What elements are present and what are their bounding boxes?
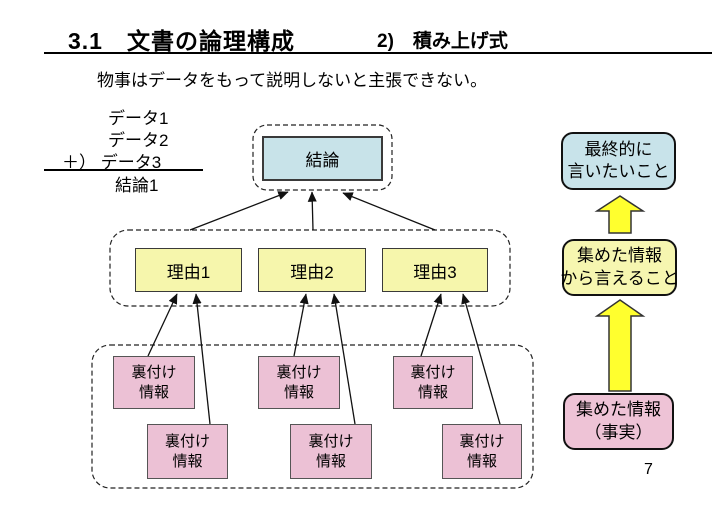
evidence-line1: 裏付け [131,364,177,381]
arrow-evidence1-to-reason1 [147,293,178,357]
flow-box-final-message: 最終的に 言いたいこと [561,132,676,190]
evidence-line2: 情報 [315,452,346,470]
evidence-line2: 情報 [417,383,448,401]
slide-title: 3.1 文書の論理構成 [68,28,295,54]
flow-final-line2: 言いたいこと [567,162,670,181]
arrow-evidence3-to-reason3 [420,293,443,357]
conclusion-label: 結論 [305,151,340,170]
arrow-reasons-left-to-conclusion [189,191,289,231]
evidence-line2: 情報 [172,452,203,470]
flow-box-claims-from-info: 集めた情報 から言えること [560,239,679,296]
block-arrow-claims-to-final [594,195,646,234]
evidence-box-5: 裏付け 情報 [290,424,372,479]
flow-facts-line2: （事実） [584,422,653,442]
evidence-box-2: 裏付け 情報 [258,356,340,409]
evidence-line1: 裏付け [459,433,505,450]
evidence-line2: 情報 [466,452,497,470]
page-number: 7 [644,461,653,478]
reason-box-1: 理由1 [135,248,242,292]
reason-box-2: 理由2 [258,248,366,292]
arrow-evidence4-to-reason1 [192,293,211,425]
title-divider [44,52,712,54]
addition-row-data3: ＋） データ3 [62,153,162,172]
evidence-line2: 情報 [283,383,314,401]
evidence-line1: 裏付け [410,364,456,381]
conclusion-box: 結論 [262,136,383,181]
lead-sentence: 物事はデータをもって説明しないと主張できない。 [97,71,488,90]
flow-box-collected-facts: 集めた情報 （事実） [563,393,674,450]
flow-final-line1: 最終的に [584,139,653,159]
reason-box-3: 理由3 [382,248,488,292]
block-arrow-facts-to-claims [594,299,646,392]
evidence-box-6: 裏付け 情報 [442,424,522,479]
addition-row-data2: データ2 [108,131,169,150]
evidence-line1: 裏付け [308,433,354,450]
slide-subtitle: 2) 積み上げ式 [377,31,508,52]
arrow-reasons-right-to-conclusion [342,192,436,231]
reason-3-label: 理由3 [413,262,457,282]
evidence-box-1: 裏付け 情報 [113,356,195,409]
arrow-evidence2-to-reason2 [293,293,309,357]
evidence-line1: 裏付け [276,364,322,381]
flow-claims-line1: 集めた情報 [577,246,662,266]
flow-facts-line1: 集めた情報 [576,400,661,420]
evidence-box-3: 裏付け 情報 [393,356,473,409]
arrow-reasons-center-to-conclusion [307,191,317,231]
reason-2-label: 理由2 [290,262,334,282]
evidence-box-4: 裏付け 情報 [147,424,228,479]
evidence-line1: 裏付け [164,433,210,450]
addition-sum-line [44,169,203,171]
reason-1-label: 理由1 [166,262,211,282]
flow-claims-line2: から言えること [560,268,679,288]
addition-result: 結論1 [115,176,159,195]
evidence-line2: 情報 [138,383,169,401]
addition-row-data1: データ1 [108,109,169,128]
